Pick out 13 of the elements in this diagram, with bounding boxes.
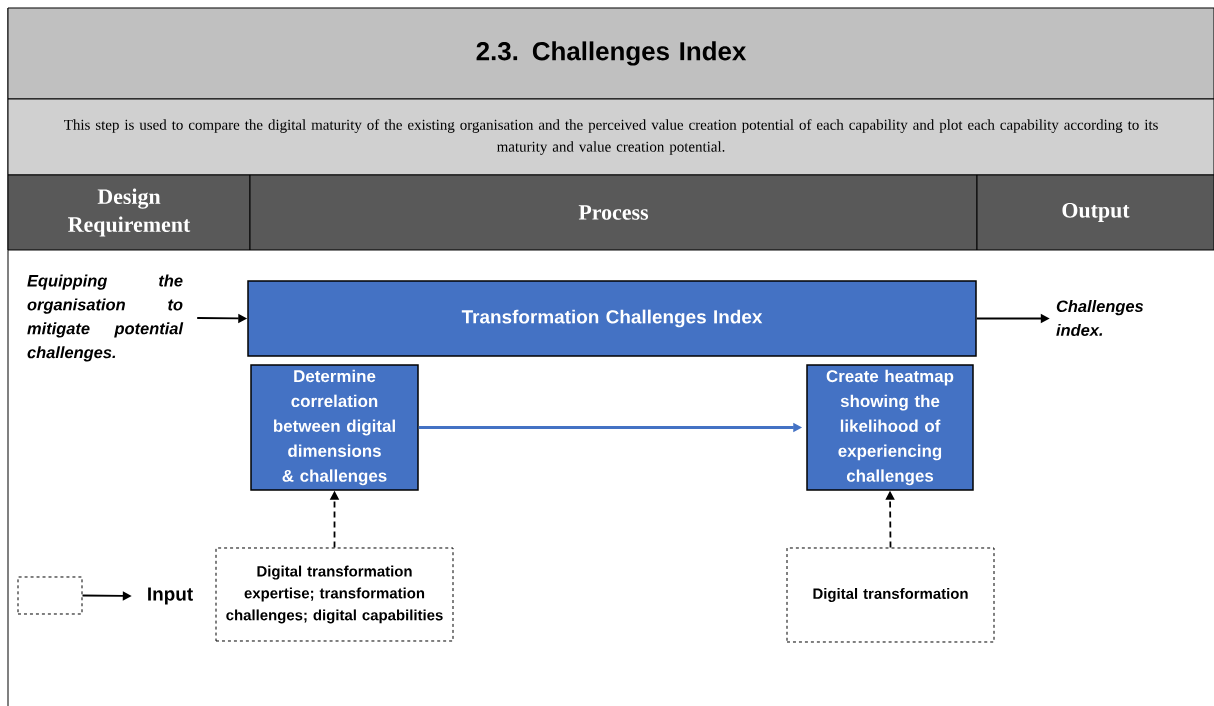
process-box: Create heatmap showing the likelihood of experiencing challenges [806,364,974,491]
column-header: Output [976,174,1214,251]
requirement-text: Equipping the organisation to mitigate potential challenges. [27,274,184,362]
process-box: Transformation Challenges Index [247,280,977,357]
process-box: Determine correlation between digital dimensions & challenges [250,364,419,491]
legend-label: Input [148,587,193,605]
description-banner: This step is used to compare the digital maturity of the existing organisation and the perceived value creation potential of each capability and plot each capability according to its maturity and value creation potential. [7,98,1214,176]
input-box: Digital transformation expertise; transformation challenges; digital capabilities [215,547,454,642]
title-banner: 2.3. Challenges Index [7,7,1214,100]
output-text: Challenges index. [1056,300,1144,336]
input-box: Digital transformation [786,547,995,643]
legend-box [17,576,83,615]
column-header: Design Requirement [7,174,251,251]
